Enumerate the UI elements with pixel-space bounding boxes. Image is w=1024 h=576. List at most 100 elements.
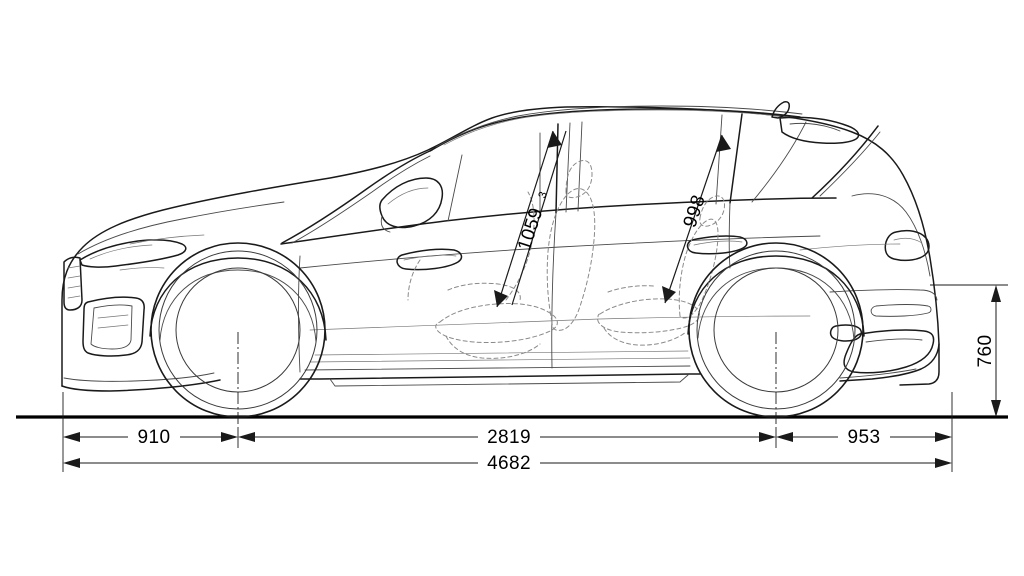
front-bumper-lower-lip <box>61 379 221 392</box>
roof-spoiler <box>779 116 860 144</box>
roof-rail-inner <box>443 109 797 146</box>
seats-group <box>407 160 725 359</box>
front-splitter <box>63 372 215 382</box>
front-overhang-arrow-right <box>221 432 238 442</box>
rear-seat-backrest <box>678 218 719 319</box>
length-dimension-chain: 910 2819 953 4682 <box>62 392 953 474</box>
front-seat-headrest <box>565 160 593 199</box>
front-headroom-arrow-top <box>547 131 562 148</box>
windshield-inner <box>291 155 431 244</box>
quarter-window <box>751 121 807 203</box>
rear-headroom-arrow-top <box>716 135 731 152</box>
grille-slat-2 <box>67 275 81 279</box>
front-seat-base <box>445 335 541 359</box>
doors-group <box>298 177 748 373</box>
rear-door-handle-inner <box>693 240 743 246</box>
side-sill-step <box>329 374 689 387</box>
rear-overhang-dimension: 953 <box>776 427 952 448</box>
rear-diffuser-inner <box>865 338 923 343</box>
front-bumper-air-intake <box>82 296 145 357</box>
rear-door-shut-line <box>728 202 731 269</box>
tailgate-line <box>851 193 931 277</box>
rear-glass-inner <box>819 131 881 197</box>
side-mirror-inner <box>387 187 429 205</box>
roof-rail <box>435 105 803 148</box>
taillight <box>884 229 930 262</box>
front-overhang-value: 910 <box>138 427 171 448</box>
rear-wheel <box>688 242 864 428</box>
wheelbase-dimension: 2819 <box>238 427 776 448</box>
front-door-handle-inner <box>403 254 457 261</box>
rear-seat-bolster <box>607 285 655 293</box>
load-height-arrow-top <box>991 285 1001 302</box>
side-sill-detail-2 <box>314 350 689 356</box>
rear-overhang-arrow-left <box>776 432 793 442</box>
hood-line <box>77 201 285 255</box>
rear-end-group <box>799 193 938 379</box>
rear-bumper-upper <box>829 289 938 301</box>
roof-spoiler-group <box>779 116 860 144</box>
wheelbase-arrow-left <box>238 432 255 442</box>
belt-line <box>280 197 837 245</box>
d-pillar-rear-glass <box>811 125 879 199</box>
rear-headroom-dimension: 998 <box>662 134 731 304</box>
side-sill-detail-1 <box>309 357 691 363</box>
wheelbase-arrow-right <box>759 432 776 442</box>
rear-overhang-value: 953 <box>848 427 881 448</box>
roof-line <box>429 108 801 152</box>
front-door-handle <box>396 248 463 271</box>
taillight-inner <box>893 237 923 244</box>
rear-overhang-arrow-right <box>935 432 952 442</box>
headlight <box>79 239 187 268</box>
side-sill-bottom <box>299 373 701 380</box>
front-fender-accent <box>119 267 165 271</box>
rear-seat-headrest <box>699 195 725 227</box>
overall-length-value: 4682 <box>487 453 531 474</box>
front-intake-slat <box>97 314 129 329</box>
greenhouse-group <box>281 105 881 244</box>
grille-slat-1 <box>67 265 81 269</box>
grille-slat-3 <box>67 285 81 289</box>
rear-load-height-dimension: 760 <box>930 284 1008 417</box>
rear-diffuser <box>843 329 935 374</box>
b-pillar-inner <box>565 122 571 213</box>
rear-headroom-arrow-seat <box>662 286 676 303</box>
shark-fin-antenna <box>771 101 790 119</box>
roof-spoiler-inner <box>789 122 841 132</box>
front-intake-inner <box>90 304 133 350</box>
rear-lower-valance <box>839 368 917 379</box>
rear-wheel-arch-inner <box>697 267 855 341</box>
rear-headroom-value: 998 <box>680 192 710 230</box>
headlight-inner <box>89 244 153 260</box>
front-wheel <box>150 242 326 428</box>
mirror-base <box>380 215 391 233</box>
rear-reflector-slot <box>870 304 932 317</box>
side-sill-upper <box>304 365 691 371</box>
front-seat-bolster <box>447 282 521 301</box>
front-wheel-arch-inner <box>159 269 317 343</box>
front-end-group <box>61 201 285 392</box>
overall-length-arrow-right <box>935 458 952 468</box>
hood-crease <box>129 234 205 245</box>
rear-door-handle <box>686 235 748 255</box>
front-door-shut-line <box>298 255 301 373</box>
c-pillar <box>729 113 743 204</box>
a-pillar <box>281 149 433 244</box>
grille-slat-4 <box>67 295 81 299</box>
rear-wheel-arch <box>687 255 865 337</box>
front-seat-cushion <box>435 303 558 343</box>
front-wheel-arch <box>149 257 327 341</box>
mid-door-shut-line <box>551 212 557 369</box>
exhaust-tip <box>829 324 863 342</box>
rear-bumper-lower <box>839 343 940 382</box>
shoulder-character-line <box>299 235 821 269</box>
wheelbase-value: 2819 <box>487 427 531 448</box>
front-overhang-dimension: 910 <box>63 427 238 448</box>
body-outline <box>61 106 940 387</box>
front-seat-backrest <box>546 188 596 331</box>
dashboard-hint <box>407 259 421 301</box>
rear-seat-base <box>603 327 687 346</box>
side-mirror <box>379 177 444 229</box>
